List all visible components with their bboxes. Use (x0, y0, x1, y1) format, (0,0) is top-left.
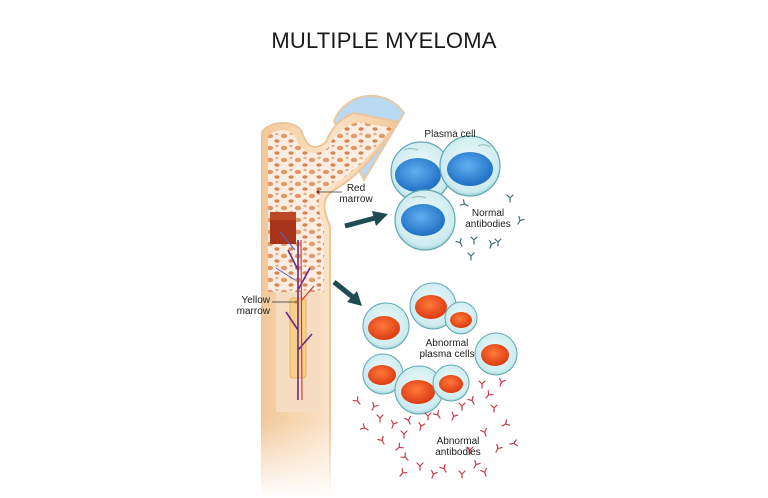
plasma-cell (439, 135, 501, 197)
label-plasma-cell: Plasma cell (424, 129, 476, 140)
label-abnormal-antibodies: Abnormal antibodies (428, 436, 488, 458)
abnormal-cell (432, 364, 470, 402)
abnormal-plasma-cells (362, 282, 518, 415)
plasma-cell (394, 189, 456, 251)
arrow-to-normal-cells (344, 211, 388, 229)
label-yellow-marrow: Yellow marrow (222, 295, 270, 317)
abnormal-cell (444, 301, 478, 335)
label-line: marrow (236, 306, 270, 317)
abnormal-cell (362, 353, 404, 395)
label-line: Yellow (241, 295, 270, 306)
label-line: Normal (471, 208, 505, 219)
label-line: antibodies (435, 447, 481, 458)
femur-bone (258, 94, 406, 498)
normal-plasma-cells (390, 135, 501, 251)
label-line: antibodies (465, 219, 511, 230)
abnormal-cell (474, 332, 518, 376)
label-line: Abnormal (436, 436, 480, 447)
label-normal-antibodies: Normal antibodies (460, 208, 516, 230)
label-line: marrow (339, 194, 373, 205)
spongy-bone (268, 122, 392, 292)
label-line: Abnormal (425, 338, 469, 349)
abnormal-cell (409, 282, 457, 330)
label-line: Red (346, 183, 366, 194)
label-line: plasma cells (419, 349, 475, 360)
arrow-to-abnormal-cells (332, 280, 362, 306)
label-abnormal-plasma-cells: Abnormal plasma cells (412, 338, 482, 360)
diagram-title: MULTIPLE MYELOMA (271, 28, 497, 53)
abnormal-cell (362, 302, 410, 350)
abnormal-cell (394, 365, 444, 415)
label-red-marrow: Red marrow (336, 183, 376, 205)
